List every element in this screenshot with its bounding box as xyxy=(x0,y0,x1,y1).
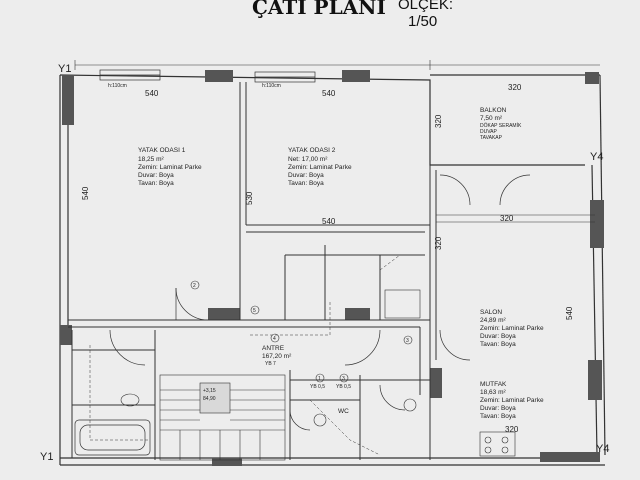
dim-kitchen-width: 320 xyxy=(505,425,519,434)
room-area: 7,50 m² xyxy=(480,115,503,122)
svg-text:2: 2 xyxy=(193,283,196,289)
axis-y4-bottom: Y4 xyxy=(596,443,609,455)
room-yatak1: YATAK ODASI 1 18,25 m² Zemin: Laminat Pa… xyxy=(138,147,202,187)
room-area: 24,89 m² xyxy=(480,317,506,324)
room-name: BALKON xyxy=(480,107,507,114)
axis-y1-top: Y1 xyxy=(58,63,71,75)
axis-y1-bottom: Y1 xyxy=(40,451,53,463)
room-name: YATAK ODASI 2 xyxy=(288,147,336,154)
marker-4: 4 xyxy=(270,333,280,343)
room-wall: Duvar: Boya xyxy=(288,172,324,179)
room-wall: Duvar: Boya xyxy=(480,333,516,340)
marker-3b: 3 xyxy=(339,373,349,383)
plan-title: ÇATI PLANI xyxy=(252,0,386,19)
room-name: MUTFAK xyxy=(480,381,507,388)
marker-1: 1 xyxy=(315,373,325,383)
room-area: 167,20 m² xyxy=(262,353,292,360)
room-ceiling: TAVAKAP xyxy=(480,135,503,141)
sink-fixtures xyxy=(120,289,421,427)
room-name: ANTRE xyxy=(262,345,285,352)
balcony-line xyxy=(436,214,595,223)
svg-text:3: 3 xyxy=(406,338,409,344)
room-ceiling: Tavan: Boya xyxy=(480,341,516,348)
room-name: SALON xyxy=(480,309,502,316)
doors xyxy=(109,174,531,431)
window-height-note-2: h:110cm xyxy=(262,83,281,89)
svg-text:1: 1 xyxy=(318,376,321,382)
dim-bedroom1-width: 540 xyxy=(145,89,159,98)
room-antre: ANTRE 167,20 m² xyxy=(262,345,292,360)
room-yatak2: YATAK ODASI 2 Net: 17,00 m² Zemin: Lamin… xyxy=(288,147,352,187)
plumbing-lines xyxy=(89,254,401,456)
dim-bedroom1-height: 540 xyxy=(81,186,90,200)
wall-blocks xyxy=(60,70,604,466)
room-balkon: BALKON 7,50 m² DÖKAP SERAMİK DUVAP TAVAK… xyxy=(480,107,522,141)
svg-text:3: 3 xyxy=(342,376,345,382)
room-ceiling: Tavan: Boya xyxy=(138,180,174,187)
stair-level: +3,15 xyxy=(203,388,216,394)
room-wc: WC xyxy=(338,408,349,415)
dim-balcony-height: 320 xyxy=(434,114,443,128)
dim-salon-width: 320 xyxy=(500,214,514,223)
marker-5: 5 xyxy=(250,305,260,315)
room-floor: DÖKAP SERAMİK xyxy=(480,122,522,129)
room-ceiling: Tavan: Boya xyxy=(288,180,324,187)
scale-value: 1/50 xyxy=(408,13,437,30)
room-area: 18,63 m² xyxy=(480,389,506,396)
room-wall: DUVAP xyxy=(480,129,498,135)
dim-salon-left-height: 320 xyxy=(434,236,443,250)
top-windows xyxy=(99,69,316,83)
dim-bedroom2-height: 530 xyxy=(245,191,254,205)
interior-walls xyxy=(68,82,437,460)
note-yb-b: YB 0,5 xyxy=(336,384,351,390)
dim-salon-height: 540 xyxy=(565,306,574,320)
room-name: YATAK ODASI 1 xyxy=(138,147,186,154)
top-dimension-line xyxy=(74,60,600,70)
stair-area: 84,90 xyxy=(203,396,216,402)
room-wall: Duvar: Boya xyxy=(480,405,516,412)
room-floor: Zemin: Laminat Parke xyxy=(288,164,352,171)
room-floor: Zemin: Laminat Parke xyxy=(480,325,544,332)
svg-text:5: 5 xyxy=(253,308,256,314)
room-area: Net: 17,00 m² xyxy=(288,156,328,163)
dim-balcony-width: 320 xyxy=(508,83,522,92)
note-yb-c: YB 7 xyxy=(265,361,276,367)
dim-bedroom2-width: 540 xyxy=(322,89,336,98)
room-mutfak: MUTFAK 18,63 m² Zemin: Laminat Parke Duv… xyxy=(480,381,544,420)
window-height-note-1: h:110cm xyxy=(108,83,127,89)
room-salon: SALON 24,89 m² Zemin: Laminat Parke Duva… xyxy=(480,309,544,348)
room-floor: Zemin: Laminat Parke xyxy=(480,397,544,404)
kitchen-stove xyxy=(479,431,516,457)
marker-3: 3 xyxy=(403,335,413,345)
svg-text:4: 4 xyxy=(273,336,276,342)
room-ceiling: Tavan: Boya xyxy=(480,413,516,420)
marker-2: 2 xyxy=(190,280,200,290)
staircase xyxy=(159,374,286,461)
axis-y4-top: Y4 xyxy=(590,151,603,163)
note-yb-a: YB 0,5 xyxy=(310,384,325,390)
dim-bedroom2-bottom: 540 xyxy=(322,217,336,226)
room-floor: Zemin: Laminat Parke xyxy=(138,164,202,171)
room-wall: Duvar: Boya xyxy=(138,172,174,179)
scale-label: ÖLÇEK: xyxy=(398,0,453,13)
room-area: 18,25 m² xyxy=(138,156,164,163)
bathtub xyxy=(74,419,151,456)
